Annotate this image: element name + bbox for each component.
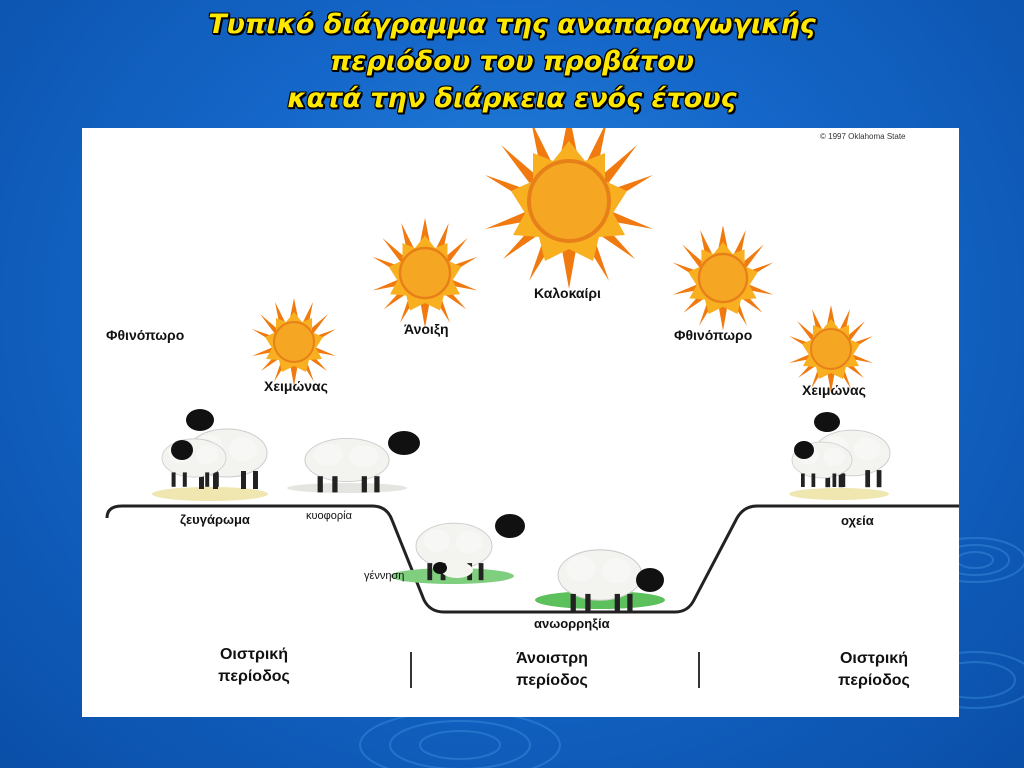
- title-line-1: Τυπικό διάγραμμα της αναπαραγωγικής: [208, 9, 816, 40]
- title-line-3: κατά την διάρκεια ενός έτους: [287, 83, 737, 114]
- title-line-2: περιόδου του προβάτου: [329, 46, 695, 77]
- sheep-grazing-illustration: [557, 549, 664, 614]
- season-winter-right-label: Χειμώνας: [802, 382, 866, 398]
- sheep-birth-illustration: [415, 514, 525, 581]
- period-anestrus: Άνοιστρη περίοδος: [472, 648, 632, 692]
- sun-winter-left-icon: [251, 297, 337, 387]
- sun-winter-right-icon: [788, 304, 874, 394]
- season-summer-label: Καλοκαίρι: [534, 285, 601, 301]
- event-estrus-right-label: οχεία: [841, 513, 874, 528]
- event-birth-label: γέννηση: [364, 570, 405, 582]
- copyright-label: © 1997 Oklahoma State: [820, 132, 906, 141]
- period-anestrus-line1: Άνοιστρη: [516, 650, 588, 667]
- diagram-graphics: [105, 128, 959, 688]
- sheep-mating-left-illustration: [161, 409, 268, 490]
- sheep-mating-right-illustration: [791, 412, 891, 488]
- season-autumn-right-label: Φθινόπωρο: [674, 327, 753, 343]
- season-spring-label: Άνοιξη: [404, 321, 449, 337]
- reproductive-cycle-diagram: © 1997 Oklahoma State Φθινόπωρο Χειμώνας…: [82, 128, 959, 717]
- period-anestrus-line2: περίοδος: [516, 672, 588, 689]
- period-estrus-right-line1: Οιστρική: [839, 650, 908, 667]
- event-anestrus-label: ανωορρηξία: [534, 616, 610, 631]
- sun-autumn-right-icon: [671, 223, 775, 332]
- period-estrus-left-line1: Οιστρική: [219, 646, 288, 663]
- cycle-line: [105, 504, 959, 614]
- period-estrus-left: Οιστρική περίοδος: [174, 644, 334, 688]
- event-pregnancy-label: κυοφορία: [306, 510, 352, 522]
- period-estrus-left-line2: περίοδος: [218, 668, 290, 685]
- period-estrus-right: Οιστρική περίοδος: [794, 648, 954, 692]
- event-mating-label: ζευγάρωμα: [180, 512, 250, 527]
- slide-title: Τυπικό διάγραμμα της αναπαραγωγικής περι…: [0, 6, 1024, 117]
- sun-spring-icon: [371, 216, 479, 330]
- sheep-pregnant-illustration: [304, 431, 420, 493]
- season-winter-left-label: Χειμώνας: [264, 378, 328, 394]
- season-autumn-left-label: Φθινόπωρο: [106, 327, 185, 343]
- period-estrus-right-line2: περίοδος: [838, 672, 910, 689]
- sun-summer-icon: [483, 128, 655, 291]
